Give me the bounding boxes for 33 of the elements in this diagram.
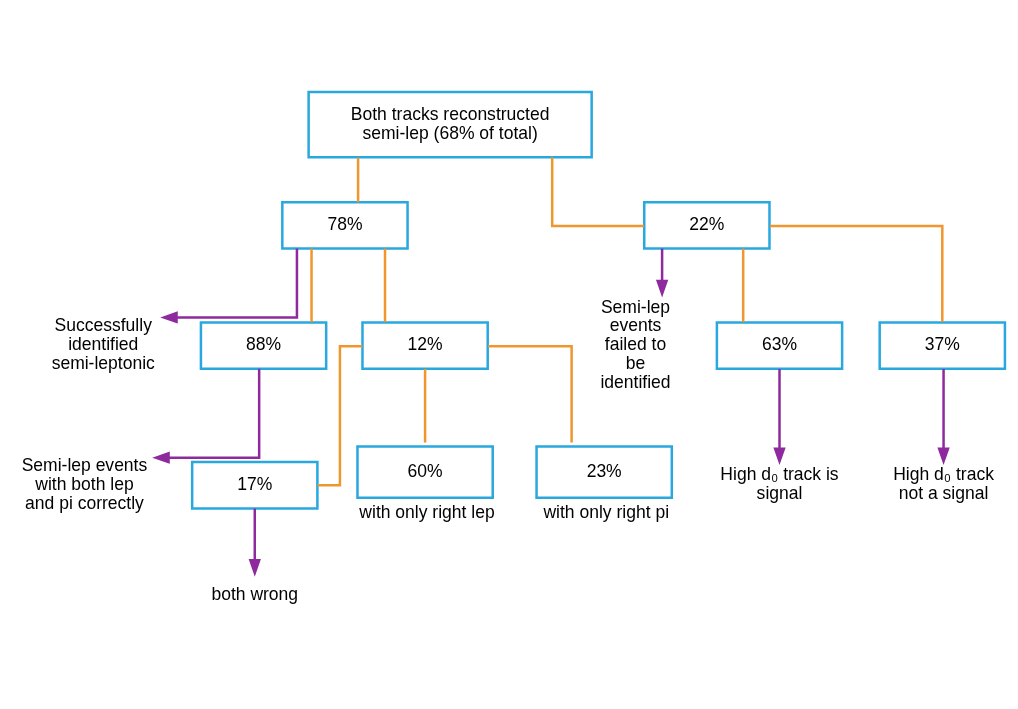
node-text: both wrong xyxy=(211,583,299,604)
node-box: 17% xyxy=(190,460,319,510)
arrow xyxy=(160,248,299,324)
connector xyxy=(488,344,573,442)
arrow xyxy=(655,248,669,297)
node-box: 78% xyxy=(281,200,409,250)
connector xyxy=(317,344,363,486)
node-box: 23% xyxy=(535,444,674,499)
connector xyxy=(550,156,644,227)
arrow xyxy=(937,368,950,465)
connector xyxy=(423,368,427,443)
node-text: Successfully identified semi-leptonic xyxy=(51,314,155,373)
node-box: 60% xyxy=(356,444,494,499)
node-box: 12% xyxy=(361,320,489,370)
arrow xyxy=(773,368,786,465)
connector xyxy=(769,224,944,322)
node-text: Semi-lep events with both lep and pi correctly xyxy=(21,454,148,513)
arrow xyxy=(248,508,261,577)
connector xyxy=(741,248,745,322)
node-label: with only right lep xyxy=(359,501,495,522)
arrow xyxy=(152,368,261,464)
node-box: 37% xyxy=(878,320,1007,370)
connector xyxy=(383,248,387,322)
node-box: Both tracks reconstructed semi-lep (68% of total) xyxy=(307,90,593,158)
node-text: High d₀ track is signal xyxy=(720,463,839,503)
connector xyxy=(310,248,313,322)
node-box: 22% xyxy=(643,200,771,250)
node-text: Semi-lep events failed to be identified xyxy=(600,296,671,392)
node-text: High d₀ track not a signal xyxy=(893,463,994,503)
node-box: 88% xyxy=(199,320,328,370)
node-box: 63% xyxy=(715,320,844,370)
connector xyxy=(356,157,360,202)
node-label: with only right pi xyxy=(543,501,670,522)
